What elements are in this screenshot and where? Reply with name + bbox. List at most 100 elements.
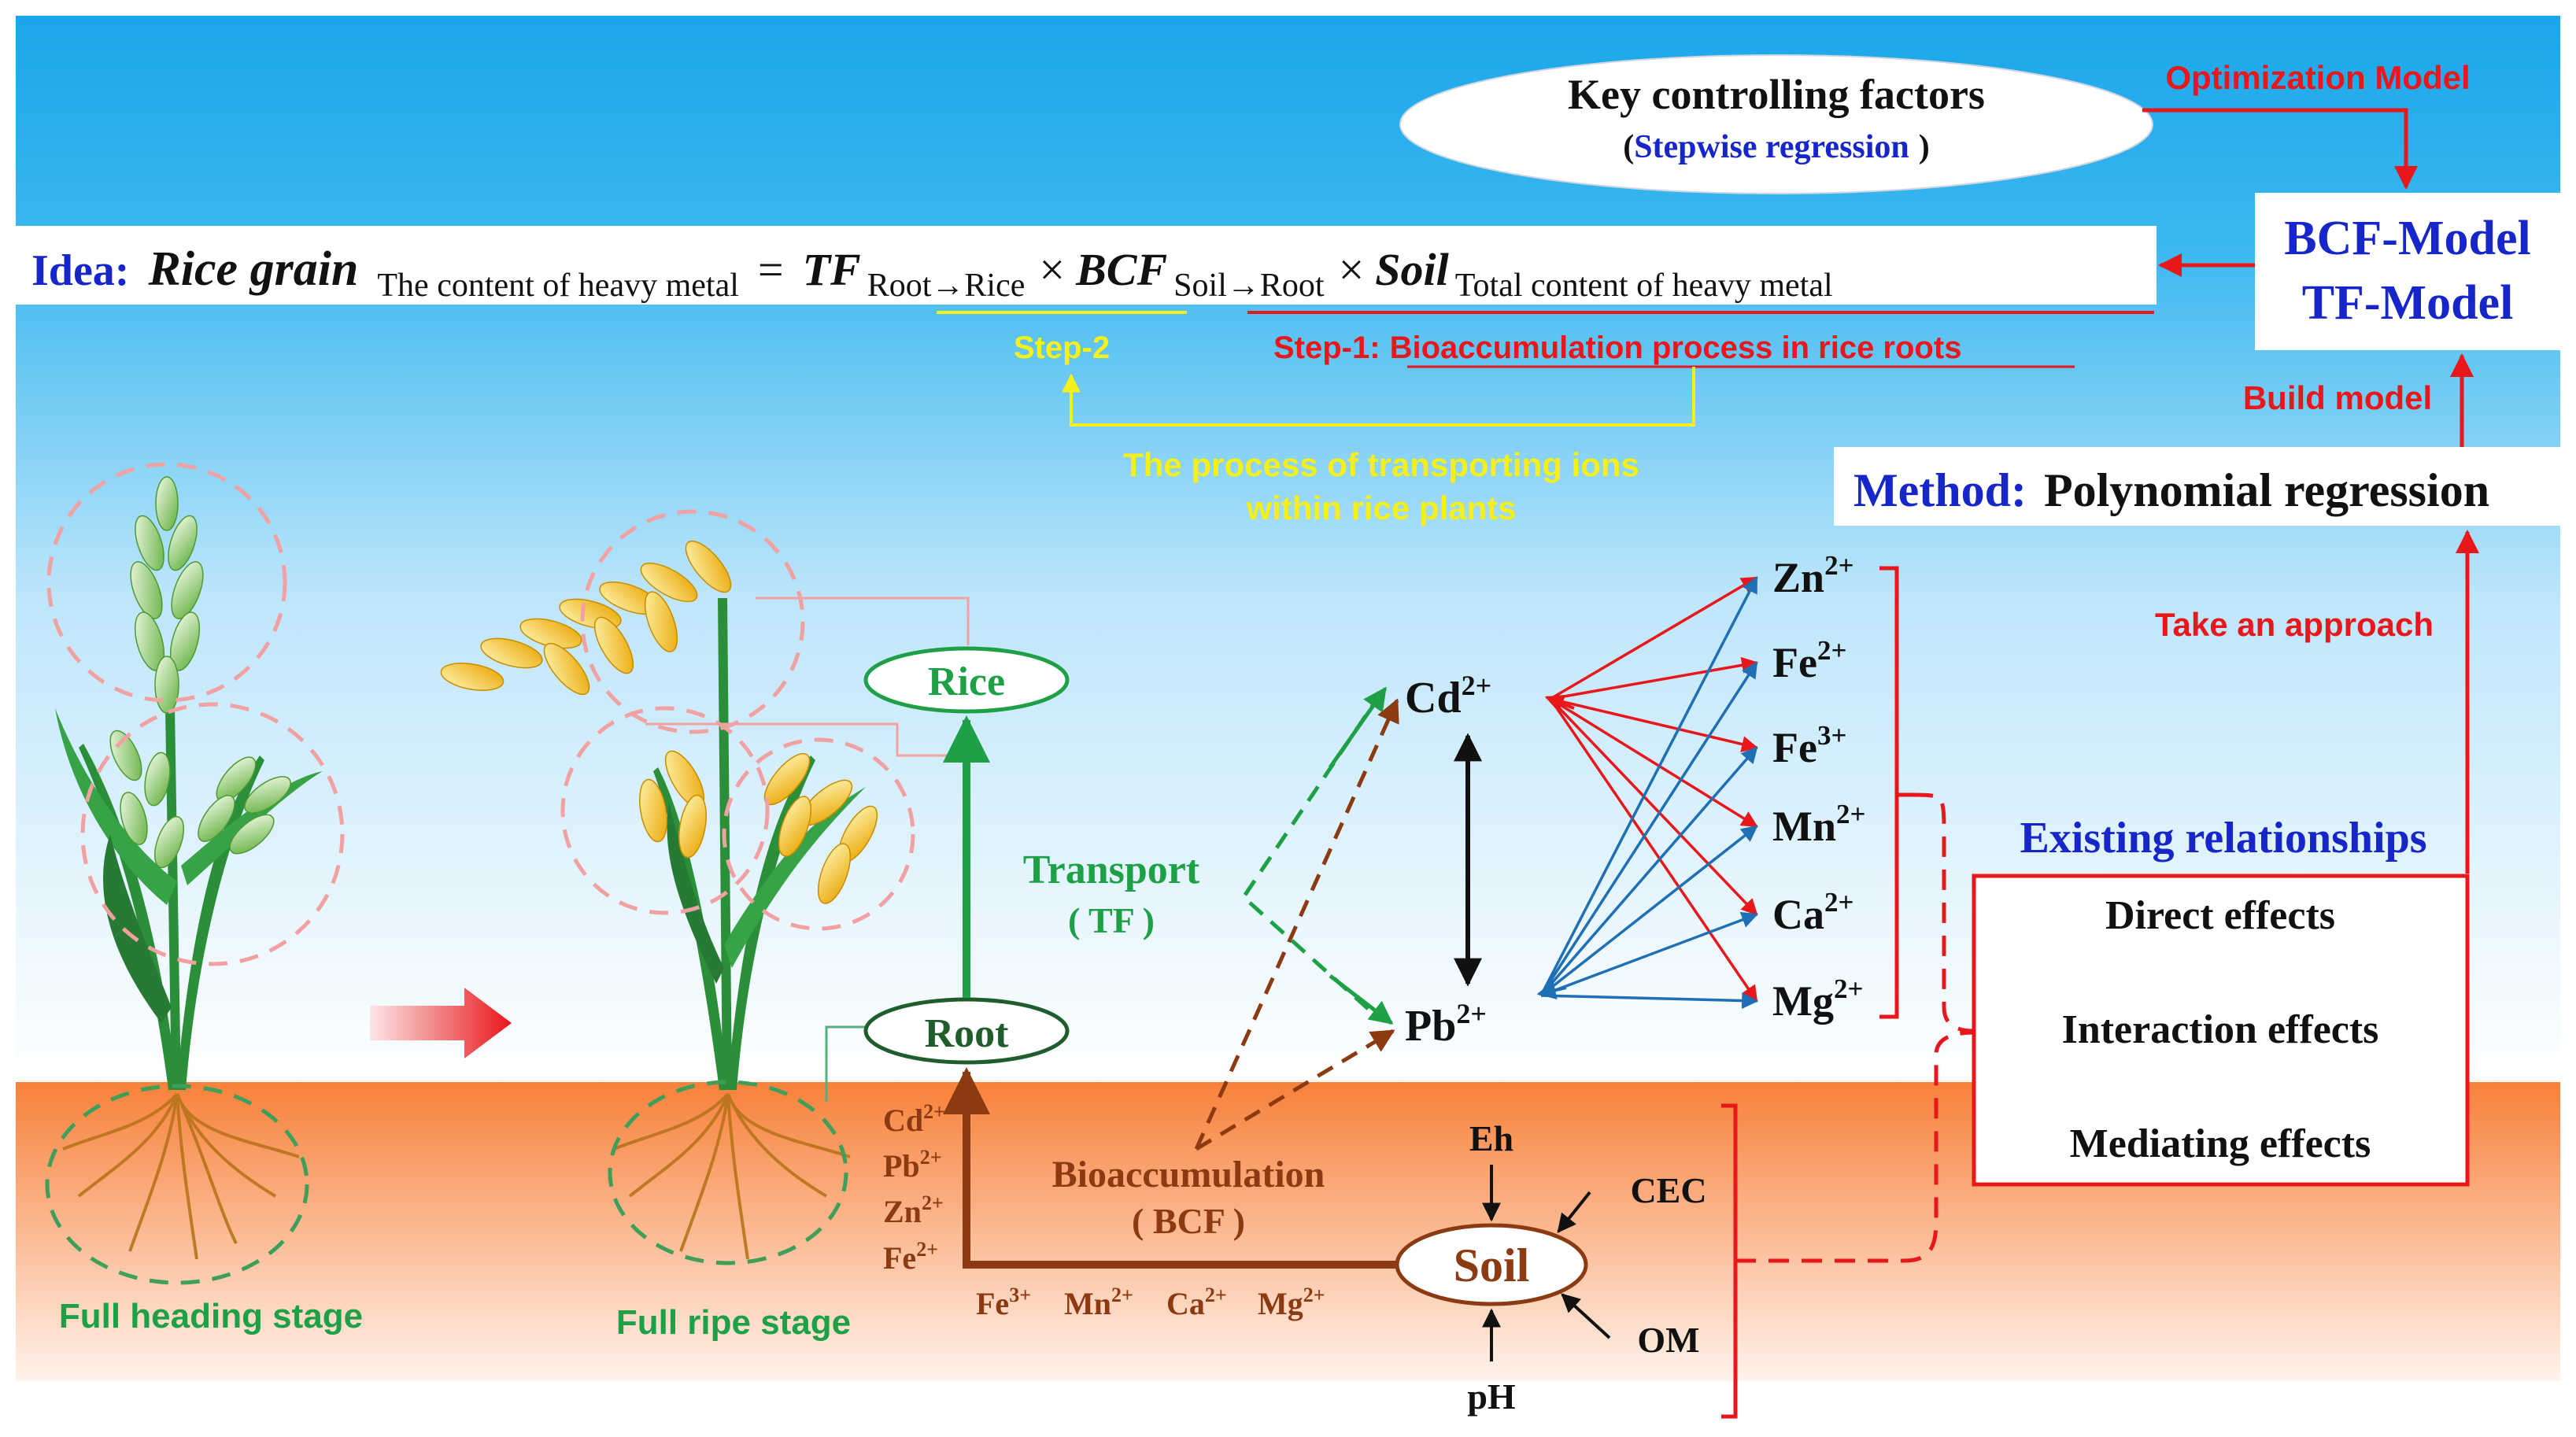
optimization-model-label: Optimization Model [2165, 59, 2470, 96]
pb-ion: Pb2+ [1405, 998, 1487, 1051]
effect-direct: Direct effects [2105, 893, 2335, 938]
root-ion-list: Cd2+ Pb2+ Zn2+ Fe2+ [883, 1100, 945, 1276]
right-ion-list: Zn2+ Fe2+ Fe3+ Mn2+ Ca2+ Mg2+ [1772, 550, 1865, 1025]
soil-node-label: Soil [1454, 1239, 1530, 1291]
root-ion-3: Fe2+ [883, 1238, 938, 1276]
idea-banner [16, 226, 2157, 305]
root-node-label: Root [925, 1011, 1010, 1056]
cd-arrow-2 [1550, 697, 1759, 752]
cd-arrow-0 [1550, 576, 1758, 700]
pb-arrow-0 [1539, 576, 1758, 996]
root-ion-2: Zn2+ [883, 1191, 944, 1229]
transport-process-line1: The process of transporting ions [1123, 446, 1639, 483]
effect-mediating: Mediating effects [2070, 1121, 2371, 1166]
build-model-label: Build model [2243, 379, 2432, 416]
om-arrow [1561, 1293, 1611, 1339]
idea-label: Idea: [31, 246, 129, 295]
models-box [2255, 193, 2560, 350]
method-text: Method:Polynomial regression [1853, 464, 2489, 516]
stepwise-label: (Stepwise regression) [1623, 129, 1930, 165]
ion-to-effects-connector [1912, 792, 1975, 1033]
tf-subscript: Root→Rice [867, 268, 1026, 304]
take-approach-label: Take an approach [2155, 606, 2434, 643]
root-ion-0: Cd2+ [883, 1100, 945, 1138]
cd-arrow-3 [1550, 697, 1758, 828]
bioacc-dashed-to-cd [1194, 698, 1399, 1151]
cd-arrow-1 [1550, 656, 1759, 700]
rice-node [863, 646, 1070, 714]
rice-node-label: Rice [928, 659, 1005, 704]
soil-to-effects-connector [1735, 1030, 1975, 1263]
transport-label: Transport [1023, 848, 1200, 892]
pbArrows-return-head [1536, 981, 1567, 999]
soil-cation-2: Ca2+ [1166, 1284, 1227, 1321]
heading-stage-plant [45, 462, 345, 1285]
transport-to-cd-arrow [1328, 686, 1388, 769]
cec-arrow [1557, 1191, 1591, 1233]
heading-stage-label: Full heading stage [59, 1297, 363, 1335]
optimization-arrow [2142, 108, 2418, 190]
right-ion-mn-3: Mn2+ [1772, 799, 1865, 850]
right-ion-zn-0: Zn2+ [1772, 550, 1854, 601]
pb-arrow-1 [1539, 661, 1758, 996]
rice-grain-subscript: The content of heavy metal [377, 268, 738, 304]
soil-subscript: Total content of heavy metal [1455, 268, 1833, 304]
pb-interaction-arrows [1536, 576, 1759, 1010]
tf-term: TF [803, 244, 861, 295]
ph-label: pH [1467, 1376, 1516, 1417]
transport-process-line2: within rice plants [1245, 489, 1516, 526]
cd-ion: Cd2+ [1405, 670, 1491, 722]
soil-cation-list: Fe3+ Mn2+ Ca2+ Mg2+ [976, 1284, 1325, 1321]
key-factors-title: Key controlling factors [1568, 71, 1985, 118]
effects-box [1972, 874, 2470, 1187]
root-ion-1: Pb2+ [883, 1146, 942, 1184]
cd-arrow-4 [1549, 697, 1758, 916]
equals-sign: = [758, 244, 784, 295]
step-2-label: Step-2 [1014, 331, 1110, 365]
eh-label: Eh [1469, 1118, 1513, 1158]
transport-tf-label: ( TF ) [1068, 900, 1155, 940]
soil-node [1395, 1223, 1588, 1306]
right-ion-fe-1: Fe2+ [1772, 635, 1846, 686]
pb-arrow-2 [1539, 746, 1758, 997]
om-label: OM [1637, 1320, 1699, 1360]
soil-to-root-path [943, 1067, 1397, 1269]
bioaccumulation-label: Bioaccumulation [1052, 1154, 1325, 1195]
soil-cation-3: Mg2+ [1258, 1284, 1325, 1321]
bioacc-dashed-to-pb [1195, 1029, 1395, 1151]
cd-interaction-arrows [1544, 576, 1759, 1003]
pb-arrow-4 [1540, 911, 1758, 997]
idea-equation: Idea: Rice grain The content of heavy me… [31, 242, 1833, 304]
pb-arrow-5 [1540, 992, 1759, 1010]
cdArrows-return-head [1544, 694, 1575, 713]
tf-model-label: TF-Model [2302, 276, 2514, 330]
ripe-stage-plant [440, 509, 984, 1265]
ripe-stage-label: Full ripe stage [616, 1303, 851, 1342]
root-node [863, 997, 1070, 1065]
bcf-model-label: BCF-Model [2284, 212, 2530, 265]
effect-interaction: Interaction effects [2062, 1007, 2379, 1052]
bcf-term: BCF [1075, 244, 1167, 295]
right-ion-mg-5: Mg2+ [1772, 973, 1863, 1025]
right-ion-fe-2: Fe3+ [1772, 720, 1846, 771]
transport-process-connector [1062, 367, 1695, 427]
step-1-label: Step-1:Bioaccumulation process in rice r… [1273, 331, 1961, 365]
soil-cation-1: Mn2+ [1064, 1284, 1133, 1321]
soil-term: Soil [1375, 244, 1449, 295]
bcf-subscript: Soil→Root [1173, 268, 1325, 304]
bioaccumulation-bcf-label: ( BCF ) [1132, 1201, 1245, 1241]
cd-arrow-5 [1549, 698, 1758, 1003]
existing-relationships-title: Existing relationships [2020, 814, 2426, 863]
soil-cation-0: Fe3+ [976, 1284, 1031, 1321]
pb-arrow-3 [1539, 825, 1758, 997]
times-sign-1: × [1039, 244, 1065, 295]
right-ion-ca-4: Ca2+ [1772, 887, 1853, 938]
method-box [1834, 447, 2560, 526]
ion-bracket [1879, 566, 1899, 1019]
transport-to-pb-arrow [1329, 974, 1394, 1025]
rice-grain-term: Rice grain [147, 242, 358, 296]
cec-label: CEC [1630, 1170, 1706, 1210]
times-sign-2: × [1339, 244, 1365, 295]
stage-transition-arrow [370, 988, 512, 1058]
